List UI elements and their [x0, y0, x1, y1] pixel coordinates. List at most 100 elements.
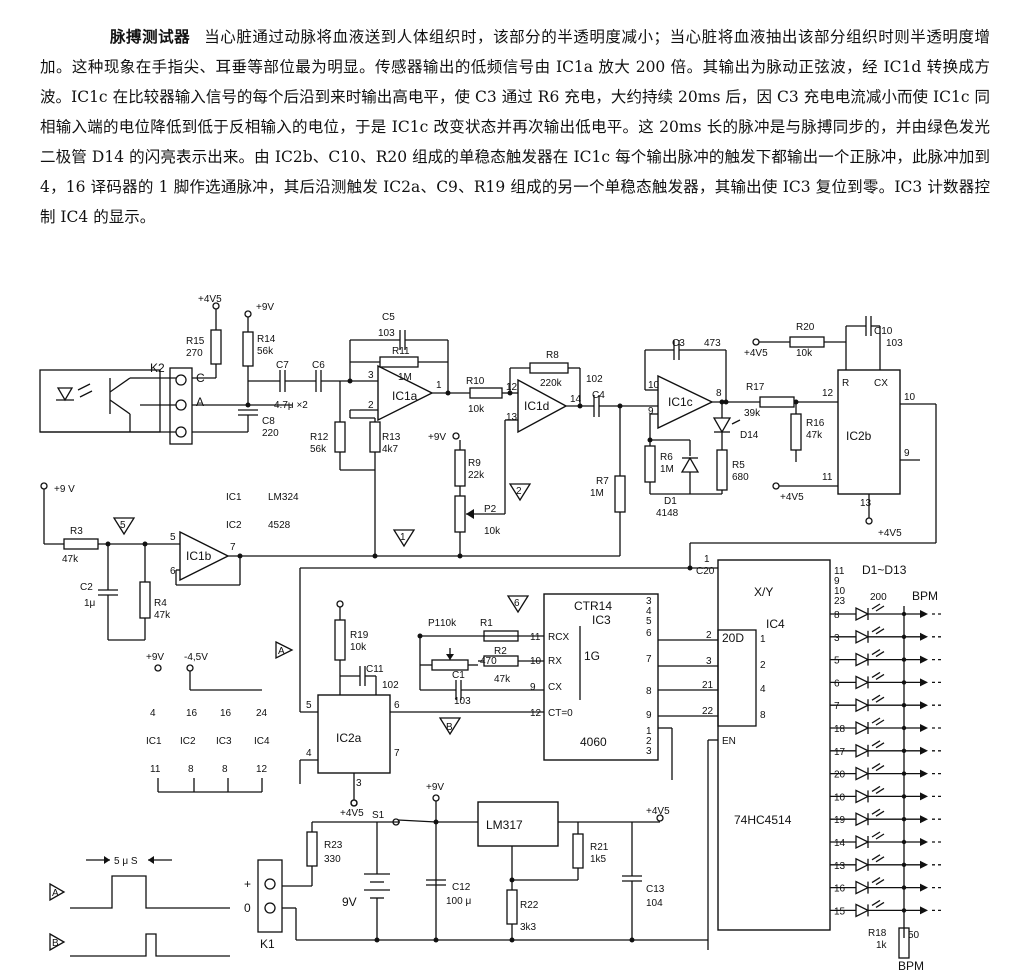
pwr-pos-3: 24 [256, 708, 268, 719]
ic1a-pin1: 1 [436, 380, 442, 391]
r3-value: 47k [62, 554, 79, 565]
ic4-lpin-1: 3 [706, 656, 712, 667]
arrow-right-icon [920, 724, 928, 732]
c7-c6: C7 C6 4.7μ ×2 [248, 360, 378, 411]
arrow-right-icon [920, 906, 928, 915]
led-diode-icon [855, 789, 870, 804]
arrow-right-icon [920, 655, 928, 664]
bpm-bottom-unit: BPM [898, 959, 924, 973]
ic4-c20: C20 [696, 566, 715, 577]
ic1-list-name: IC1 [226, 492, 242, 503]
c2-value: 1μ [84, 598, 96, 609]
d1-value: 4148 [656, 508, 679, 519]
ic4-lpin-2: 21 [702, 680, 714, 691]
r12-value: 56k [310, 444, 327, 455]
ic1b-stage: +9 V R3 47k C2 1μ R4 47k IC1b 5 6 7 5 [40, 482, 620, 641]
led-ray-icon [871, 603, 881, 610]
r10-label: R10 [466, 376, 485, 387]
r13-value: 4k7 [382, 444, 399, 455]
r13-label: R13 [382, 432, 401, 443]
led-diode-icon [855, 857, 870, 872]
waveforms: A 5 μ S B [49, 856, 230, 957]
battery-label: 9V [342, 895, 357, 909]
ic3-pin9: 9 [530, 682, 536, 693]
led-diode-icon [855, 629, 870, 644]
r2-value: 47k [494, 674, 511, 685]
r15-label: R15 [186, 336, 205, 347]
led-pin-label: 10 [834, 792, 846, 803]
c8-label: C8 [262, 416, 275, 427]
ic4-pin10: 10 [834, 586, 846, 597]
junction-dot [901, 885, 907, 890]
led-row: 8 [830, 603, 944, 622]
c7-label: C7 [276, 360, 289, 371]
ic1d-pin14: 14 [570, 394, 582, 405]
ic1b-pin5: 5 [170, 532, 176, 543]
ic4-rpin-1: 2 [760, 660, 766, 671]
led-diode-icon [855, 880, 870, 895]
ic3-pin11: 11 [530, 632, 541, 643]
pwr-pos-2: 16 [220, 708, 232, 719]
ic1b-pin6: 6 [170, 566, 176, 577]
supply-4v5-b: +4V5 [744, 348, 768, 359]
r1-value: 470 [480, 656, 497, 667]
pwr-neg-3: 12 [256, 764, 268, 775]
junction-dot [901, 794, 907, 799]
arrow-right-icon [920, 746, 928, 755]
ic1b-pin7: 7 [230, 542, 236, 553]
p2-label: P2 [484, 504, 497, 515]
c1-value: 103 [454, 696, 471, 707]
ic4-rpin-2: 4 [760, 684, 766, 695]
r20-label: R20 [796, 322, 815, 333]
led-ray-icon [875, 833, 885, 840]
c4-value: 102 [586, 374, 603, 385]
ic1c-stage: 102 C4 R7 1M IC1c 10 9 8 C3 473 R6 1M [586, 338, 760, 556]
ic3-part: 4060 [580, 735, 607, 749]
r4-label: R4 [154, 598, 167, 609]
r17-label: R17 [746, 382, 765, 393]
marker-5: 5 [120, 520, 126, 531]
ic4-20d: 20D [722, 631, 744, 645]
ic3-rpin-8: 2 [646, 736, 652, 747]
led-row: 14 [830, 831, 944, 850]
led-row: 18 [830, 717, 944, 736]
led-diode-icon [855, 675, 870, 690]
ic1b-label: IC1b [186, 549, 212, 563]
ic4-pin23: 23 [834, 596, 846, 607]
r14-value: 56k [257, 346, 274, 357]
c5-value: 103 [378, 328, 395, 339]
led-ray-icon [871, 740, 881, 747]
led-row: 20 [830, 763, 944, 781]
pwr-ic-0: IC1 [146, 736, 162, 747]
ic4-rpin-0: 1 [760, 634, 766, 645]
junction-dot [901, 862, 907, 867]
ic1d-label: IC1d [524, 399, 549, 413]
c12-label: C12 [452, 882, 471, 893]
ic2b-stage: R17 39k R16 47k +4V5 R20 10k C10 103 R C… [690, 316, 937, 544]
led-row: 6 [830, 671, 944, 690]
led-ray-icon [875, 742, 885, 749]
led-pin-label: 20 [834, 770, 846, 781]
ic3-rpin-5: 8 [646, 686, 652, 697]
ic3-rcx: RCX [548, 632, 569, 643]
ic2b-label: IC2b [846, 429, 872, 443]
ic2a-label: IC2a [336, 731, 362, 745]
c4-label: C4 [592, 390, 605, 401]
led-ray-icon [875, 901, 885, 908]
pwr-neg-0: 11 [150, 764, 161, 775]
ic3-rpin-1: 4 [646, 606, 652, 617]
led-ray-icon [871, 671, 881, 678]
r22-value: 3k3 [520, 922, 537, 933]
led-pin-label: 14 [834, 838, 846, 849]
led-row: 10 [830, 785, 944, 804]
ic2b-pin10: 10 [904, 392, 916, 403]
ic1c-pin9: 9 [648, 406, 654, 417]
ic2a-pin6: 6 [394, 700, 400, 711]
ic2-list-part: 4528 [268, 520, 291, 531]
led-ray-icon [871, 763, 881, 770]
led-ray-icon [875, 856, 885, 863]
led-diode-icon [855, 903, 870, 918]
ic2b-r-pin: R [842, 378, 849, 389]
arrow-right-icon [920, 838, 928, 846]
